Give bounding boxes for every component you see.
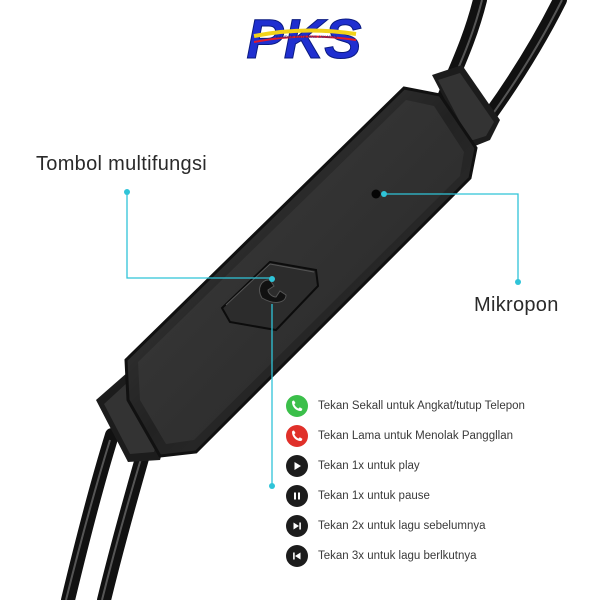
feature-text: Tekan 1x untuk play	[318, 460, 420, 472]
pks-logo: PKS	[244, 6, 364, 71]
feature-item-reject-call: Tekan Lama untuk Menolak Panggllan	[286, 421, 586, 451]
feature-item-pause: Tekan 1x untuk pause	[286, 481, 586, 511]
handset-icon	[259, 279, 287, 303]
feature-text: Tekan 2x untuk lagu sebelumnya	[318, 520, 486, 532]
feature-item-next-song: Tekan 3x untuk lagu berlkutnya	[286, 541, 586, 571]
feature-text: Tekan 1x untuk pause	[318, 490, 430, 502]
previous-track-icon	[286, 545, 308, 567]
callout-dot-button-end	[269, 276, 275, 282]
phone-answer-icon	[286, 395, 308, 417]
feature-item-previous-song: Tekan 2x untuk lagu sebelumnya	[286, 511, 586, 541]
feature-text: Tekan Sekall untuk Angkat/tutup Telepon	[318, 400, 525, 412]
feature-text: Tekan 3x untuk lagu berlkutnya	[318, 550, 477, 562]
callout-dot-button-bottom	[269, 483, 275, 489]
logo-tagline: BANDAR KOTA MAS JAKARTA	[276, 34, 338, 39]
callout-dot-mic-start	[381, 191, 387, 197]
callout-line-mic	[384, 193, 519, 282]
feature-text: Tekan Lama untuk Menolak Panggllan	[318, 430, 513, 442]
multifunction-button-label: Tombol multifungsi	[36, 153, 208, 175]
play-icon	[286, 455, 308, 477]
feature-item-answer-call: Tekan Sekall untuk Angkat/tutup Telepon	[286, 391, 586, 421]
feature-list: Tekan Sekall untuk Angkat/tutup Telepon …	[286, 391, 586, 571]
callout-dot-mic-end	[515, 279, 521, 285]
microphone-label: Mikropon	[474, 294, 559, 316]
callout-line-button	[126, 192, 273, 486]
svg-text:PKS: PKS	[246, 7, 361, 68]
cable-bottom	[61, 428, 152, 600]
feature-item-play: Tekan 1x untuk play	[286, 451, 586, 481]
remote-upper-cap	[432, 65, 500, 148]
phone-reject-icon	[286, 425, 308, 447]
callout-dot-button-top	[124, 189, 130, 195]
pause-icon	[286, 485, 308, 507]
next-track-icon	[286, 515, 308, 537]
microphone-hole	[371, 189, 381, 199]
